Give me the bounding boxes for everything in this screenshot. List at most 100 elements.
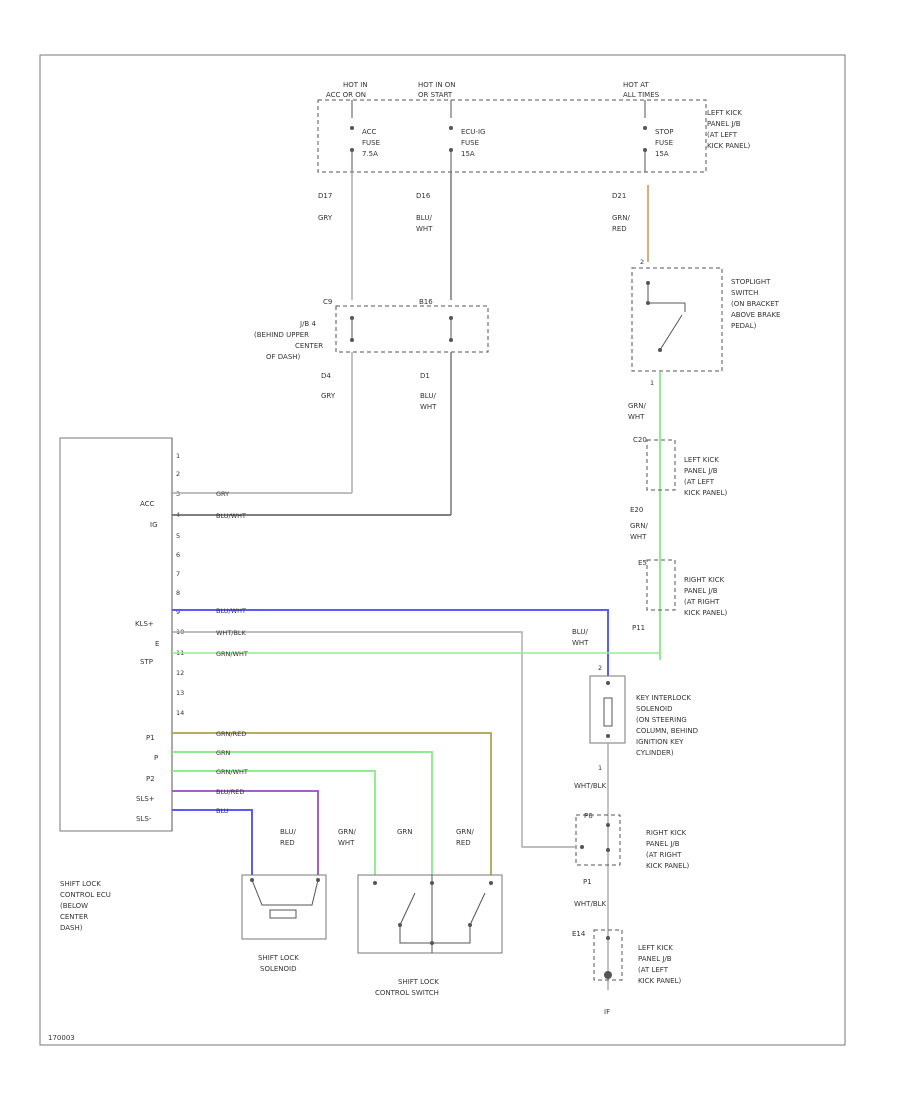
left-kick-1-label-3: (AT LEFT [684, 478, 715, 486]
top-jb-label-4: KICK PANEL) [707, 142, 750, 150]
kls-wire-color-a: BLU/ [572, 628, 588, 636]
svg-text:FUSE: FUSE [461, 139, 479, 147]
wire-ecu-p2 [172, 770, 376, 875]
wire-color-bluwht-1b: WHT [416, 225, 433, 233]
wire-color-gry-2: GRY [321, 392, 336, 400]
right-kick-1-label-1: RIGHT KICK [684, 576, 725, 584]
wire-color-whtblk-2: WHT/BLK [574, 900, 607, 908]
ecu-ig-terminal: IG [150, 521, 158, 529]
pin-d4: D4 [321, 372, 331, 380]
svg-text:3: 3 [176, 490, 180, 498]
svg-text:ECU-IG: ECU-IG [461, 128, 485, 136]
right-kick-jb-1: E5 RIGHT KICK PANEL J/B (AT RIGHT KICK P… [638, 559, 727, 617]
svg-text:C9: C9 [323, 298, 332, 306]
key-interlock-label-2: SOLENOID [636, 705, 672, 713]
svg-text:GRY: GRY [216, 490, 229, 498]
right-kick-1-label-3: (AT RIGHT [684, 598, 720, 606]
ecu-kls-terminal: KLS+ [135, 620, 154, 628]
ecu-label-3: (BELOW [60, 902, 88, 910]
svg-text:WHT/BLK: WHT/BLK [216, 629, 247, 637]
pin-p1-right: P1 [583, 878, 592, 886]
ecu-p1-terminal: P1 [146, 734, 155, 742]
hot-label-c-1: HOT AT [623, 81, 650, 89]
svg-text:GRN: GRN [216, 749, 231, 757]
bw-grnred-a: GRN/ [456, 828, 475, 836]
right-kick-2-label-3: (AT RIGHT [646, 851, 682, 859]
left-kick-2-label-3: (AT LEFT [638, 966, 669, 974]
svg-text:2: 2 [598, 664, 602, 672]
right-kick-2-label-2: PANEL J/B [646, 840, 680, 848]
wire-ecu-p1 [172, 732, 492, 875]
wire-color-grnwht-2b: WHT [630, 533, 647, 541]
svg-text:E5: E5 [638, 559, 647, 567]
ecu-label-4: CENTER [60, 913, 88, 921]
jb4-label-1: J/B 4 [299, 320, 316, 328]
left-kick-panel-jb-top: HOT IN ACC OR ON HOT IN ON OR START HOT … [317, 81, 750, 173]
wire-ecu-9-kls [172, 609, 609, 676]
svg-text:GRN/WHT: GRN/WHT [216, 650, 248, 658]
stoplight-label-5: PEDAL) [731, 322, 757, 330]
solenoid-label-2: SOLENOID [260, 965, 296, 973]
diagram-frame [39, 54, 846, 1046]
svg-text:1: 1 [598, 764, 602, 772]
wire-ecu-10-e [172, 631, 575, 848]
right-kick-1-label-2: PANEL J/B [684, 587, 718, 595]
key-interlock-label-5: IGNITION KEY [636, 738, 684, 746]
svg-text:FUSE: FUSE [362, 139, 380, 147]
key-interlock-label-4: COLUMN, BEHIND [636, 727, 698, 735]
left-kick-jb-2: E14 LEFT KICK PANEL J/B (AT LEFT KICK PA… [572, 929, 681, 985]
svg-text:2: 2 [640, 258, 644, 266]
svg-text:BLU/WHT: BLU/WHT [216, 607, 246, 615]
key-interlock-label-1: KEY INTERLOCK [636, 694, 691, 702]
svg-text:B16: B16 [419, 298, 433, 306]
svg-text:15A: 15A [655, 150, 669, 158]
wire-color-grnred-1b: RED [612, 225, 627, 233]
pin-e20: E20 [630, 506, 643, 514]
ecu-acc-terminal: ACC [140, 500, 155, 508]
bw-blured-a: BLU/ [280, 828, 296, 836]
left-kick-2-label-2: PANEL J/B [638, 955, 672, 963]
stoplight-switch: STOPLIGHT SWITCH (ON BRACKET ABOVE BRAKE… [631, 258, 780, 387]
stoplight-label-3: (ON BRACKET [731, 300, 780, 308]
ecu-p2-terminal: P2 [146, 775, 155, 783]
wire-color-bluwht-2a: BLU/ [420, 392, 436, 400]
hot-label-b-1: HOT IN ON [418, 81, 456, 89]
svg-text:BLU/RED: BLU/RED [216, 788, 244, 796]
top-jb-label-1: LEFT KICK [707, 109, 742, 117]
svg-text:ACC: ACC [362, 128, 377, 136]
svg-text:8: 8 [176, 589, 180, 597]
pin-p11: P11 [632, 624, 645, 632]
left-kick-jb-1: C20 LEFT KICK PANEL J/B (AT LEFT KICK PA… [633, 436, 727, 497]
svg-text:P6: P6 [584, 812, 593, 820]
jb4-label-3: CENTER [295, 342, 323, 350]
switch-label-2: CONTROL SWITCH [375, 989, 439, 997]
stoplight-label-1: STOPLIGHT [731, 278, 771, 286]
left-kick-1-label-4: KICK PANEL) [684, 489, 727, 497]
stoplight-label-2: SWITCH [731, 289, 758, 297]
wire-ecu-sls-plus [172, 790, 319, 875]
ecu-label-5: DASH) [60, 924, 83, 932]
wire-color-grnwht-1a: GRN/ [628, 402, 647, 410]
top-jb-label-3: (AT LEFT [707, 131, 738, 139]
ecu-label-1: SHIFT LOCK [60, 880, 101, 888]
hot-label-b-2: OR START [418, 91, 453, 99]
bw-grnwht-b: WHT [338, 839, 355, 847]
svg-text:15A: 15A [461, 150, 475, 158]
wire-color-grnwht-2a: GRN/ [630, 522, 649, 530]
svg-text:GRN/RED: GRN/RED [216, 730, 246, 738]
svg-text:7: 7 [176, 570, 180, 578]
ecu-p-terminal: P [154, 754, 158, 762]
ecu-ig-fuse: ECU-IG FUSE 15A [449, 100, 485, 172]
bw-grnred-b: RED [456, 839, 471, 847]
bw-grn: GRN [397, 828, 413, 836]
hot-label-a-2: ACC OR ON [326, 91, 366, 99]
stoplight-label-4: ABOVE BRAKE [731, 311, 780, 319]
svg-text:C20: C20 [633, 436, 647, 444]
pin-d16: D16 [416, 192, 431, 200]
svg-text:BLU: BLU [216, 807, 229, 815]
right-kick-jb-2: P6 RIGHT KICK PANEL J/B (AT RIGHT KICK P… [575, 812, 689, 870]
svg-text:5: 5 [176, 532, 180, 540]
hot-label-c-2: ALL TIMES [623, 91, 660, 99]
svg-text:6: 6 [176, 551, 180, 559]
